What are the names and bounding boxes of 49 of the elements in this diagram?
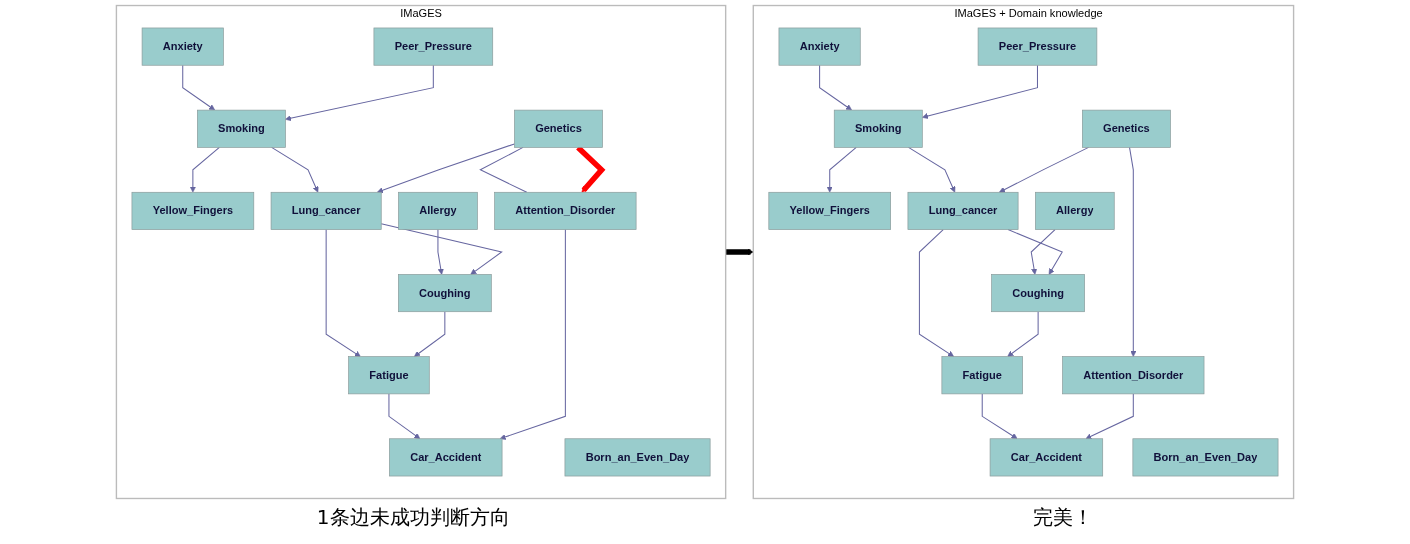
arrow — [437, 229, 444, 275]
node-box: Lung_cancer — [270, 191, 382, 230]
node-box: Coughing — [991, 274, 1085, 313]
arrow — [189, 146, 220, 193]
arrow — [380, 223, 503, 275]
arrow — [819, 64, 852, 111]
node-box: Born_an_Even_Day — [564, 438, 711, 477]
node-box: Peer_Pressure — [373, 27, 494, 66]
arrow — [725, 248, 754, 256]
node-box: Attention_Disorder — [1062, 356, 1205, 395]
arrow — [922, 64, 1038, 119]
arrow — [981, 393, 1018, 440]
node-box: Coughing — [398, 274, 492, 313]
node-box: Allergy — [1035, 191, 1115, 230]
node-box: Attention_Disorder — [494, 191, 637, 230]
arrow — [271, 146, 319, 193]
node-box: Fatigue — [941, 356, 1023, 395]
arrow — [388, 393, 421, 440]
arrow — [182, 64, 216, 111]
node-box: Yellow_Fingers — [131, 191, 255, 230]
arrow — [1129, 146, 1137, 357]
arrow — [414, 311, 446, 357]
node-box: Fatigue — [348, 356, 430, 395]
arrow — [826, 146, 857, 193]
node-box: Yellow_Fingers — [768, 191, 891, 230]
node-box: Genetics — [1082, 109, 1171, 148]
node-box: Born_an_Even_Day — [1132, 438, 1279, 477]
arrow — [377, 143, 515, 194]
node-box: Smoking — [197, 109, 286, 148]
node-box: Smoking — [833, 109, 923, 148]
node-box: Anxiety — [141, 27, 224, 66]
panel-caption: 1条边未成功判断方向 — [316, 504, 510, 531]
arrow — [908, 146, 956, 193]
node-box: Car_Accident — [389, 438, 503, 477]
arrow — [285, 64, 434, 122]
node-box: Car_Accident — [989, 438, 1104, 477]
node-box: Anxiety — [778, 27, 861, 66]
node-box: Allergy — [398, 191, 478, 230]
arrow — [1085, 393, 1134, 440]
arrow — [1007, 229, 1063, 275]
node-box: Lung_cancer — [907, 191, 1019, 230]
arrow — [1030, 229, 1056, 275]
arrow — [499, 229, 566, 440]
arrow — [325, 229, 361, 357]
arrow — [1007, 311, 1039, 357]
node-box: Genetics — [514, 109, 603, 148]
panel-caption: 完美！ — [1033, 504, 1094, 531]
node-box: Peer_Pressure — [977, 27, 1098, 66]
arrow — [918, 229, 954, 357]
